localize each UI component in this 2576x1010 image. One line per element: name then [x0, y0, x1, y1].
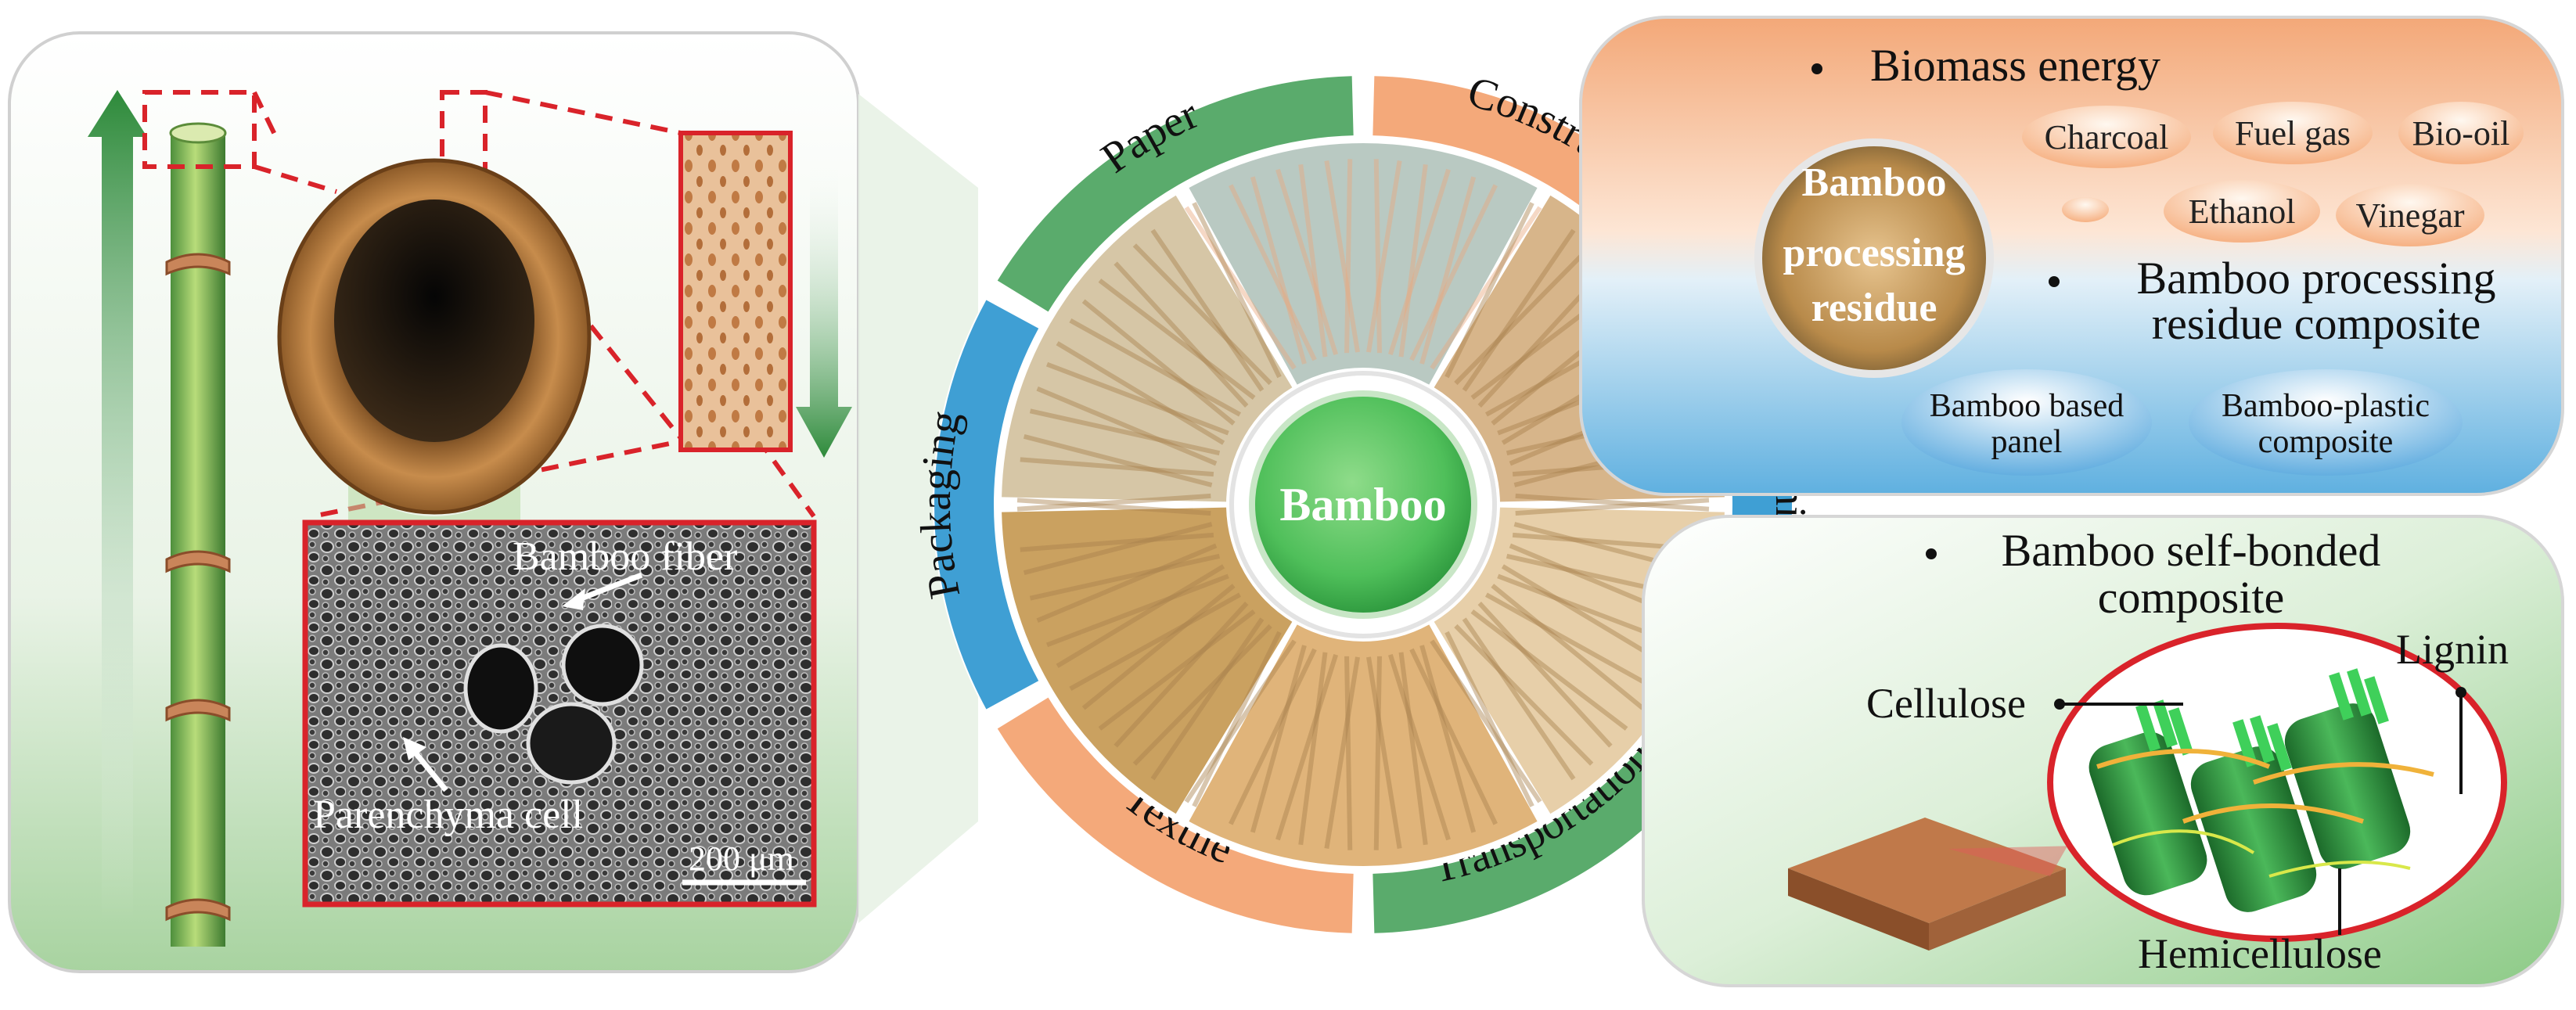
photo-sector [1189, 143, 1538, 385]
composite-board [1788, 818, 2066, 951]
energy-chips: Charcoal Fuel gas Bio-oil Ethanol Vinega… [2022, 102, 2524, 246]
svg-text:Bio-oil: Bio-oil [2412, 114, 2510, 153]
label-bamboo-fiber: Bamboo fiber [513, 534, 737, 579]
photo-sector [1189, 624, 1538, 866]
left-panel: Bamboo fiber Parenchyma cell 200 μm [8, 31, 860, 973]
wheel-segment [1373, 697, 1729, 933]
wheel-segment [934, 300, 1039, 710]
culm-cross-section [277, 158, 592, 552]
growth-up-arrow [88, 90, 147, 923]
svg-text:panel: panel [1991, 424, 2063, 460]
svg-text:Fuel gas: Fuel gas [2235, 114, 2351, 153]
svg-text:Ethanol: Ethanol [2189, 192, 2296, 231]
label-lignin: Lignin [2396, 626, 2509, 673]
fiber-strip [678, 131, 793, 452]
bamboo-stalk [165, 122, 231, 947]
label-hemicellulose: Hemicellulose [2138, 930, 2382, 977]
composite-heading-line2: residue composite [2152, 298, 2481, 349]
svg-text:composite: composite [2258, 424, 2394, 460]
svg-text:Bamboo-plastic: Bamboo-plastic [2222, 388, 2430, 424]
composite-heading-line1: Bamboo processing [2136, 253, 2495, 304]
wheel-segment [997, 76, 1354, 312]
label-parenchyma-cell: Parenchyma cell [313, 793, 583, 837]
center-label: Bamboo [1279, 479, 1446, 530]
center-bamboo-badge [1249, 390, 1477, 619]
photo-sector [1002, 195, 1293, 502]
residue-panel: Biomass energy Bamboo processing residue… [1579, 16, 2564, 496]
biomass-energy-heading: Biomass energy [1870, 40, 2160, 91]
composite-chips: Bamboo based panel Bamboo-plastic compos… [1901, 369, 2463, 476]
photo-sector [1002, 507, 1293, 814]
selfbond-heading-line2: composite [2098, 572, 2284, 623]
wheel-segment [997, 697, 1354, 933]
label-scale: 200 μm [689, 839, 794, 878]
residue-circle-line1: Bamboo [1802, 160, 1947, 205]
svg-text:Bamboo based: Bamboo based [1930, 388, 2124, 424]
connector-funnel [858, 94, 978, 923]
residue-circle-line3: residue [1811, 286, 1937, 330]
residue-image [1754, 138, 1994, 378]
residue-circle-line2: processing [1783, 231, 1965, 275]
label-cellulose: Cellulose [1866, 680, 2026, 727]
magnifier-beam [1948, 767, 2113, 876]
selfbond-heading-line1: Bamboo self-bonded [2002, 525, 2381, 576]
growth-down-arrow [796, 156, 852, 458]
cellulose-bundles [2089, 668, 2434, 912]
svg-text:Charcoal: Charcoal [2045, 118, 2169, 156]
selfbond-panel: Bamboo self-bonded composite [1642, 515, 2564, 987]
sem-micrograph [302, 519, 817, 908]
svg-text:Vinegar: Vinegar [2355, 196, 2464, 235]
